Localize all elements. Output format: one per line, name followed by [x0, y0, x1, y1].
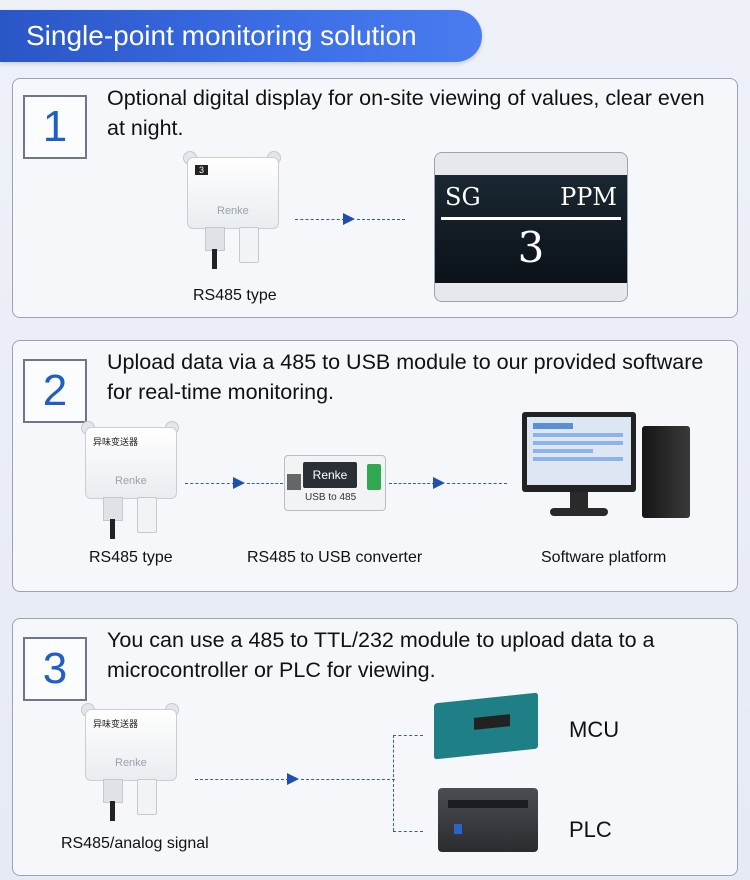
- mcu-label: MCU: [569, 717, 620, 742]
- section-1-description: Optional digital display for on-site vie…: [107, 86, 705, 140]
- sensor-label: RS485 type: [193, 287, 277, 304]
- connector-line: [295, 219, 345, 220]
- sensor-device: 3 Renke: [177, 147, 287, 269]
- sensor-label: RS485 type: [89, 549, 173, 566]
- display-left-label: SG: [445, 183, 481, 211]
- software-label: Software platform: [541, 549, 667, 566]
- arrow-right-icon: [233, 477, 245, 489]
- computer-icon: [522, 412, 692, 522]
- sensor-label: RS485/analog signal: [61, 835, 209, 852]
- sensor-logo: 异味变送器: [93, 719, 139, 729]
- converter-brand: Renke: [303, 462, 357, 488]
- connector-line: [389, 483, 435, 484]
- arrow-right-icon: [343, 213, 355, 225]
- sensor-brand: Renke: [115, 475, 147, 487]
- display-value: 3: [517, 223, 545, 272]
- connector-line: [393, 831, 423, 832]
- digital-display: SG PPM 3: [434, 152, 628, 302]
- title-banner: Single-point monitoring solution: [0, 10, 482, 62]
- section-3-panel: 3 You can use a 485 to TTL/232 module to…: [12, 618, 738, 876]
- sensor-device: 异味变送器 Renke: [75, 417, 185, 539]
- connector-line: [195, 779, 289, 780]
- converter-caption: USB to 485: [305, 492, 357, 503]
- step-number-3: 3: [23, 637, 87, 701]
- connector-line: [185, 483, 235, 484]
- sensor-device: 异味变送器 Renke: [75, 699, 185, 821]
- mcu-board-icon: [434, 690, 544, 760]
- section-3-description: You can use a 485 to TTL/232 module to u…: [107, 628, 655, 682]
- arrow-right-icon: [433, 477, 445, 489]
- step-number-1: 1: [23, 95, 87, 159]
- section-1-panel: 1 Optional digital display for on-site v…: [12, 78, 738, 318]
- connector-line: [393, 735, 423, 736]
- sensor-logo: 异味变送器: [93, 437, 139, 447]
- plc-device-icon: [438, 778, 544, 864]
- connector-line: [393, 735, 394, 831]
- page-title: Single-point monitoring solution: [26, 20, 417, 51]
- step-number-2: 2: [23, 359, 87, 423]
- converter-label: RS485 to USB converter: [247, 549, 423, 566]
- connector-line: [447, 483, 507, 484]
- display-unit-label: PPM: [560, 183, 617, 211]
- connector-line: [357, 219, 405, 220]
- sensor-brand: Renke: [115, 757, 147, 769]
- connector-line: [301, 779, 395, 780]
- plc-label: PLC: [569, 817, 612, 842]
- sensor-display-window: 3: [195, 165, 209, 175]
- arrow-right-icon: [287, 773, 299, 785]
- usb-converter: Renke USB to 485: [284, 455, 386, 511]
- section-2-description: Upload data via a 485 to USB module to o…: [107, 350, 704, 404]
- connector-line: [247, 483, 283, 484]
- sensor-brand: Renke: [217, 205, 249, 217]
